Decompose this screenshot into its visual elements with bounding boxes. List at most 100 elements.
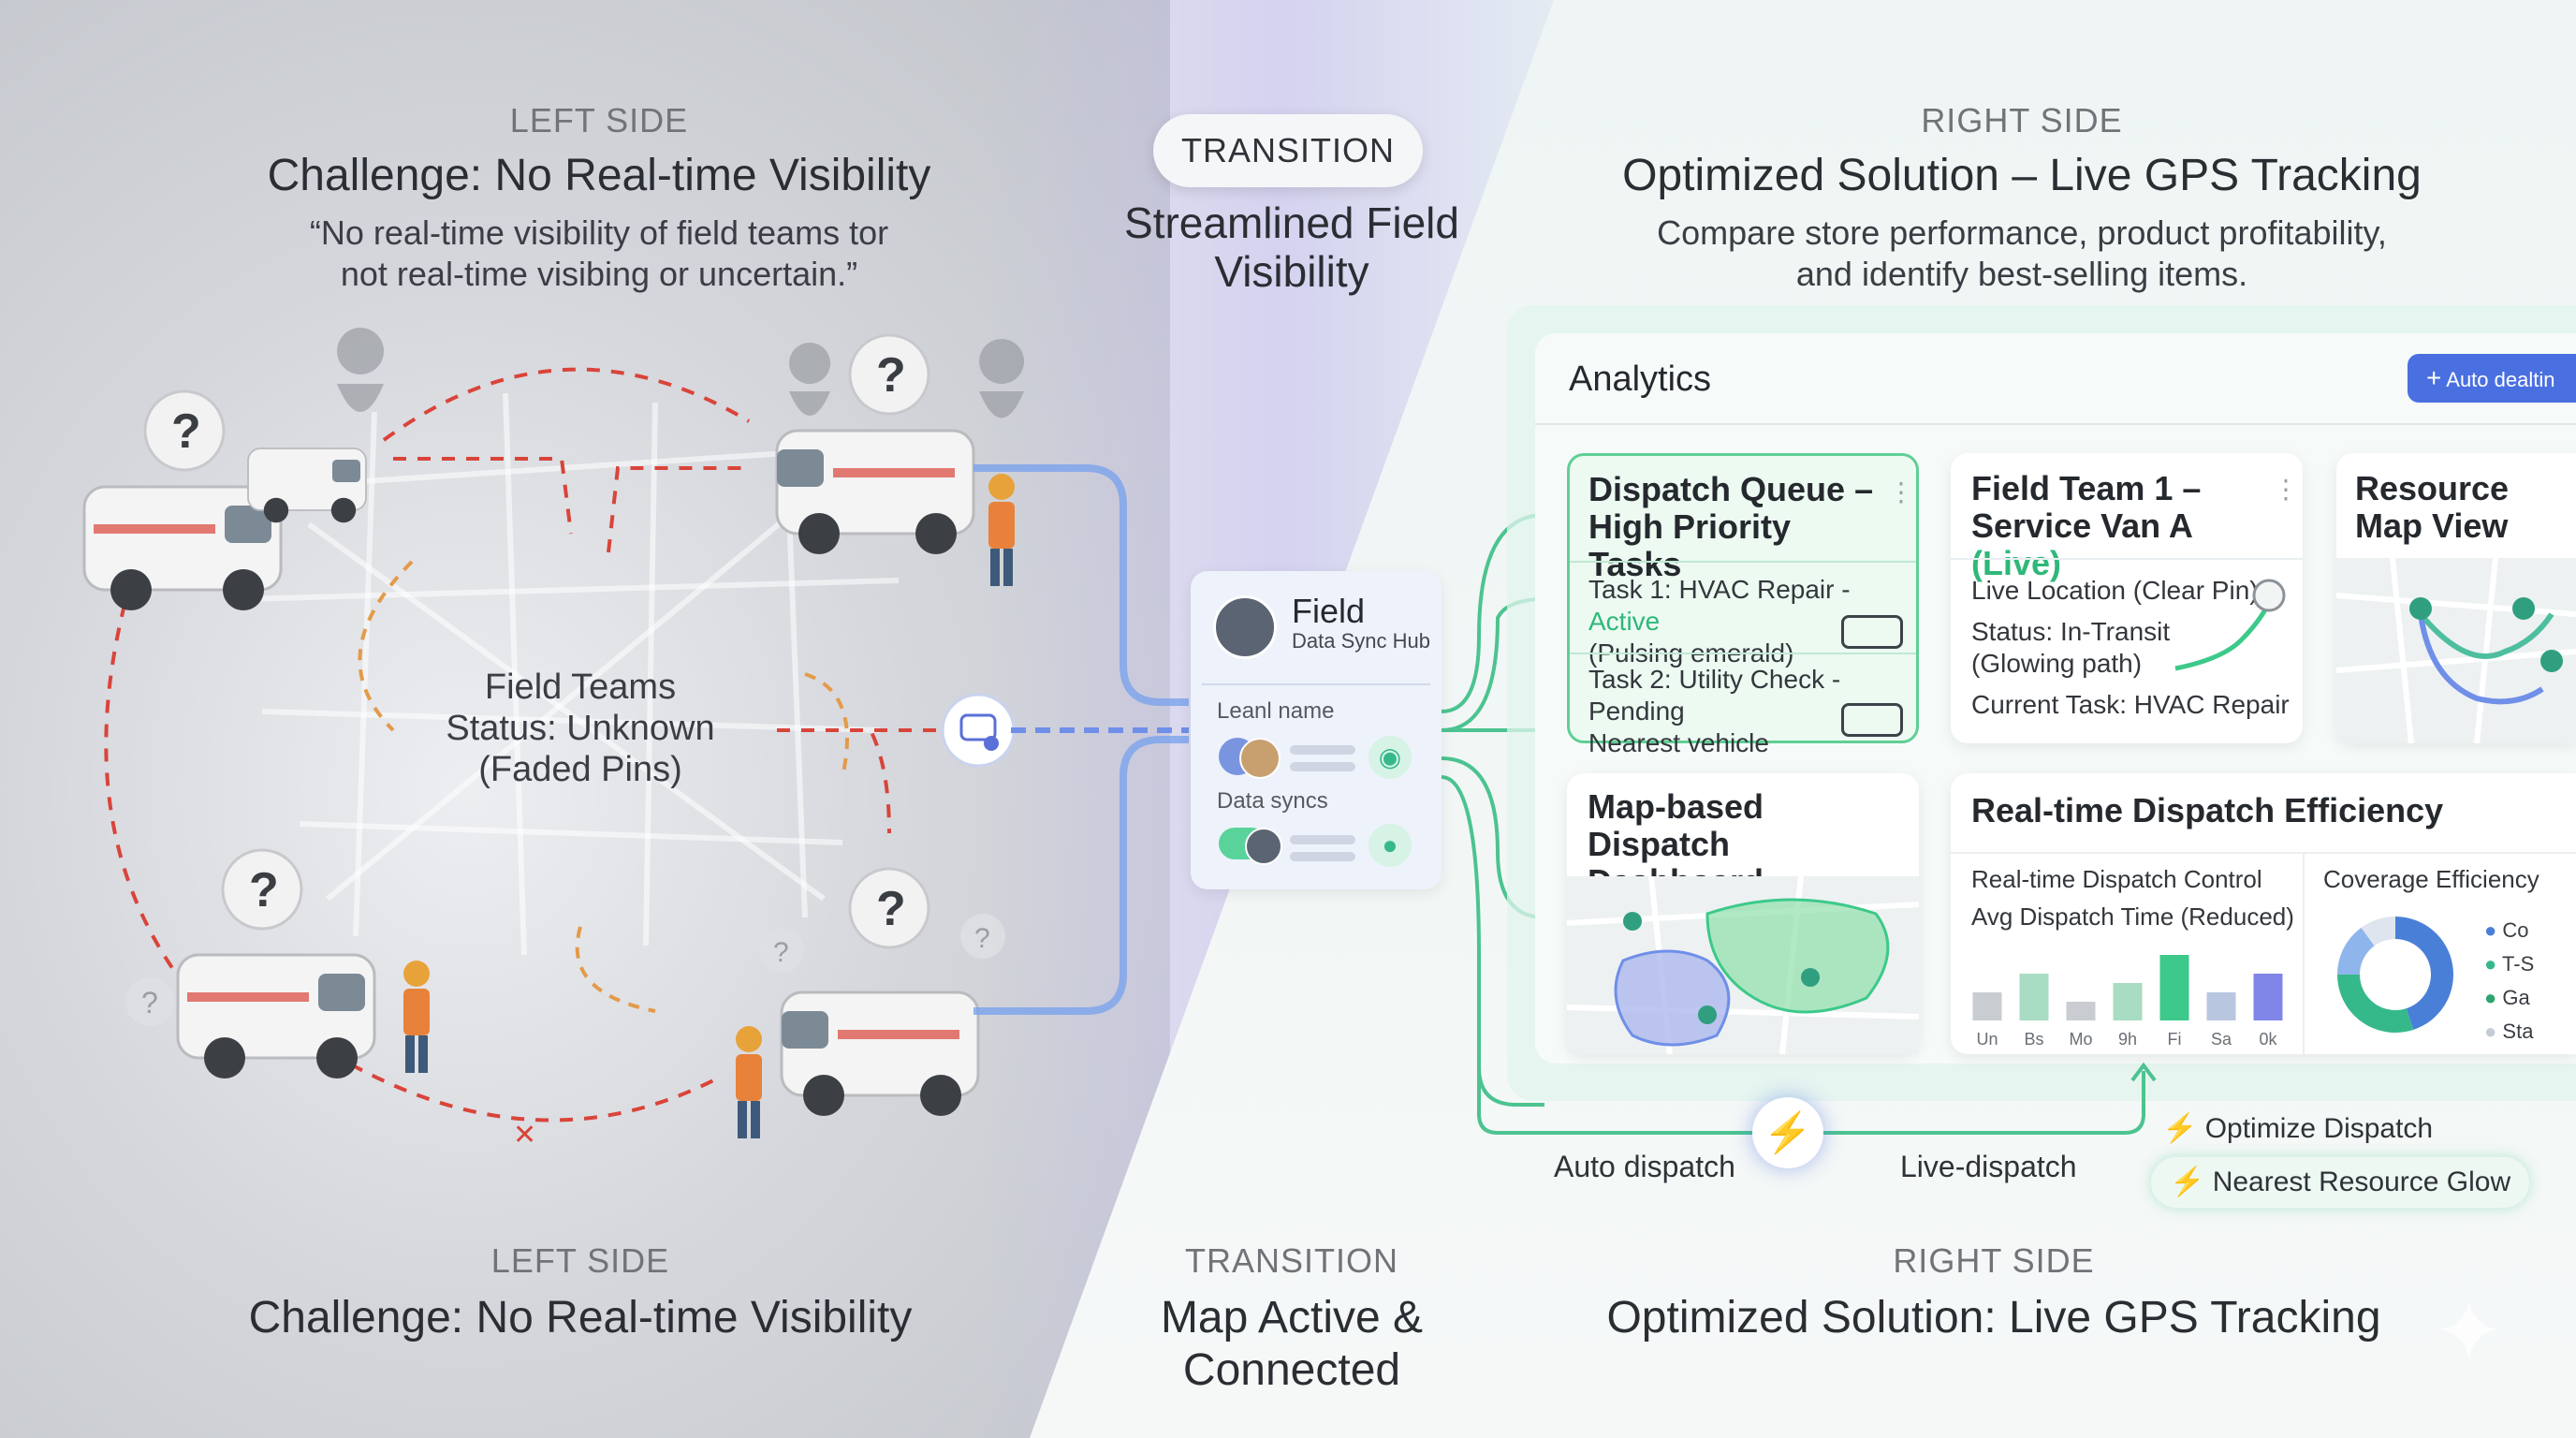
map-dispatch-card[interactable]: Map-based Dispatch Dashboard	[1567, 773, 1919, 1054]
task-1-status: Active	[1588, 607, 1661, 636]
legend-item: ● Co	[2484, 918, 2529, 942]
bar-Mo	[2066, 1002, 2096, 1020]
footer-mid-title: Map Active & Connected	[1160, 1293, 1424, 1395]
auto-dispatch-label: Auto dispatch	[1554, 1150, 1735, 1183]
tick-label: Fi	[2168, 1030, 2182, 1049]
coverage-legend: ● Co ● T-S ● Ga ● Sta	[2484, 914, 2534, 1049]
task-2-note: Nearest vehicle	[1588, 728, 1769, 757]
bar-Bs	[2019, 974, 2049, 1020]
van-icon	[1841, 703, 1903, 737]
legend-item: ● Ga	[2484, 986, 2530, 1009]
left-header: LEFT SIDE Challenge: No Real-time Visibi…	[178, 101, 1020, 295]
lightning-icon[interactable]: ⚡	[1752, 1097, 1823, 1168]
right-header: RIGHT SIDE Optimized Solution – Live GPS…	[1582, 101, 2462, 295]
coverage-donut-chart	[2337, 917, 2453, 1033]
status-line-2: Status: Unknown	[446, 709, 715, 748]
more-icon[interactable]: ⋮	[2273, 475, 2299, 504]
footer-middle: TRANSITION Map Active & Connected	[1105, 1241, 1479, 1397]
more-icon[interactable]: ⋮	[1888, 477, 1914, 506]
bar-0k	[2253, 974, 2283, 1020]
auto-dealtin-label: Auto dealtin	[2446, 368, 2555, 391]
faded-pin-icons	[337, 328, 1025, 418]
auto-dealtin-button[interactable]: + Auto dealtin	[2408, 354, 2576, 403]
current-task: Current Task: HVAC Repair	[1971, 690, 2290, 719]
task-1[interactable]: Task 1: HVAC Repair - Active (Pulsing em…	[1588, 575, 1851, 668]
dashed-red-paths	[104, 367, 891, 1123]
tick-label: 9h	[2118, 1030, 2137, 1049]
legend-item: ● T-S	[2484, 952, 2535, 976]
question-pin-icons: ? ? ? ? ? ? ?	[125, 333, 1005, 1026]
glowing-path-icon	[2174, 579, 2286, 671]
coverage-title: Coverage Efficiency	[2323, 865, 2539, 893]
dispatch-control-label: Real-time Dispatch Control	[1971, 865, 2262, 893]
van-icon	[1841, 615, 1903, 649]
footer-right-kicker: RIGHT SIDE	[1893, 1241, 2095, 1280]
data-sync-hub[interactable]: Field Data Sync Hub Leanl name ◉ Data sy…	[1191, 571, 1442, 889]
tick-label: Un	[1976, 1030, 1998, 1049]
bar-Un	[1972, 992, 2002, 1020]
worker-icons	[403, 474, 1015, 1138]
bar-Fi	[2159, 955, 2189, 1020]
svg-text:?: ?	[249, 863, 279, 917]
footer-left: LEFT SIDE Challenge: No Real-time Visibi…	[159, 1241, 1002, 1343]
right-kicker: RIGHT SIDE	[1921, 101, 2123, 139]
legend-item: ● Sta	[2484, 1020, 2534, 1043]
bar-Sa	[2206, 992, 2236, 1020]
hub-title: Field	[1292, 592, 1366, 630]
field-teams-status: Field Teams Status: Unknown (Faded Pins)	[412, 667, 749, 790]
live-badge: (Live)	[1971, 544, 2062, 582]
hub-row2-label: Data syncs	[1217, 788, 1328, 814]
avatar	[1245, 828, 1282, 865]
svg-text:?: ?	[876, 348, 906, 403]
svg-text:?: ?	[141, 986, 158, 1020]
svg-text:?: ?	[171, 404, 201, 459]
footer-left-title: Challenge: No Real-time Visibility	[248, 1293, 913, 1343]
optimize-dispatch-item[interactable]: ⚡ Optimize Dispatch	[2162, 1113, 2434, 1144]
live-location: Live Location (Clear Pin)	[1971, 576, 2259, 605]
dispatch-map[interactable]	[1567, 876, 1919, 1054]
bar-9h	[2113, 983, 2143, 1020]
sparkle-icon: ✦	[2434, 1285, 2505, 1379]
resource-map-title: Resource Map View	[2355, 469, 2510, 545]
resource-map[interactable]	[2336, 558, 2576, 743]
field-team-card[interactable]: Field Team 1 – Service Van A (Live) ⋮ Li…	[1951, 453, 2303, 743]
dashed-orange-paths	[358, 560, 849, 1013]
bolt-icon: ⚡	[2162, 1113, 2198, 1144]
x-mark-icon: ✕	[513, 1120, 536, 1151]
left-illustration: ✕	[82, 328, 1025, 1151]
status-in-transit: Status: In-Transit	[1971, 617, 2171, 646]
map-dispatch-title: Map-based Dispatch Dashboard	[1588, 787, 1764, 901]
hub-subtitle: Data Sync Hub	[1292, 629, 1430, 653]
svg-text:?: ?	[876, 882, 906, 936]
right-subtitle: Compare store performance, product profi…	[1657, 213, 2387, 293]
status-line-1: Field Teams	[484, 668, 677, 707]
resource-map-card[interactable]: Resource Map View	[2336, 453, 2576, 743]
van-icons	[82, 429, 980, 1116]
tick-label: Sa	[2211, 1030, 2232, 1049]
donut-slice	[2337, 927, 2375, 975]
tick-label: 0k	[2259, 1030, 2277, 1049]
dispatch-queue-card[interactable]: Dispatch Queue – High Priority Tasks ⋮ T…	[1567, 453, 1919, 757]
status-line-3: (Faded Pins)	[478, 750, 682, 789]
analytics-panel: Analytics + Auto dealtin Dispatch Queue …	[1535, 333, 2576, 1064]
left-title: Challenge: No Real-time Visibility	[267, 151, 931, 200]
tick-label: Bs	[2024, 1030, 2043, 1049]
left-quote: “No real-time visibility of field teams …	[309, 213, 889, 293]
signal-icon: ◉	[1368, 736, 1412, 779]
footer-mid-kicker: TRANSITION	[1184, 1241, 1398, 1280]
footer-left-kicker: LEFT SIDE	[490, 1241, 670, 1280]
avatar	[1239, 738, 1281, 779]
location-pin-icon: ●	[1368, 824, 1412, 867]
bolt-icon: ⚡	[2170, 1167, 2205, 1197]
hub-avatar	[1213, 595, 1277, 659]
nearest-resource-pill[interactable]: ⚡ Nearest Resource Glow	[2151, 1157, 2530, 1208]
field-team-title: Field Team 1 – Service Van A (Live)	[1971, 469, 2202, 582]
glowing-path: (Glowing path)	[1971, 649, 2143, 678]
svg-text:?: ?	[773, 937, 789, 968]
svg-text:?: ?	[974, 923, 990, 954]
efficiency-title: Real-time Dispatch Efficiency	[1971, 791, 2444, 829]
task-2[interactable]: Task 2: Utility Check - Pending Nearest …	[1588, 665, 1841, 757]
donut-slice	[2361, 917, 2395, 946]
efficiency-card[interactable]: Real-time Dispatch Efficiency Real-time …	[1951, 773, 2576, 1054]
